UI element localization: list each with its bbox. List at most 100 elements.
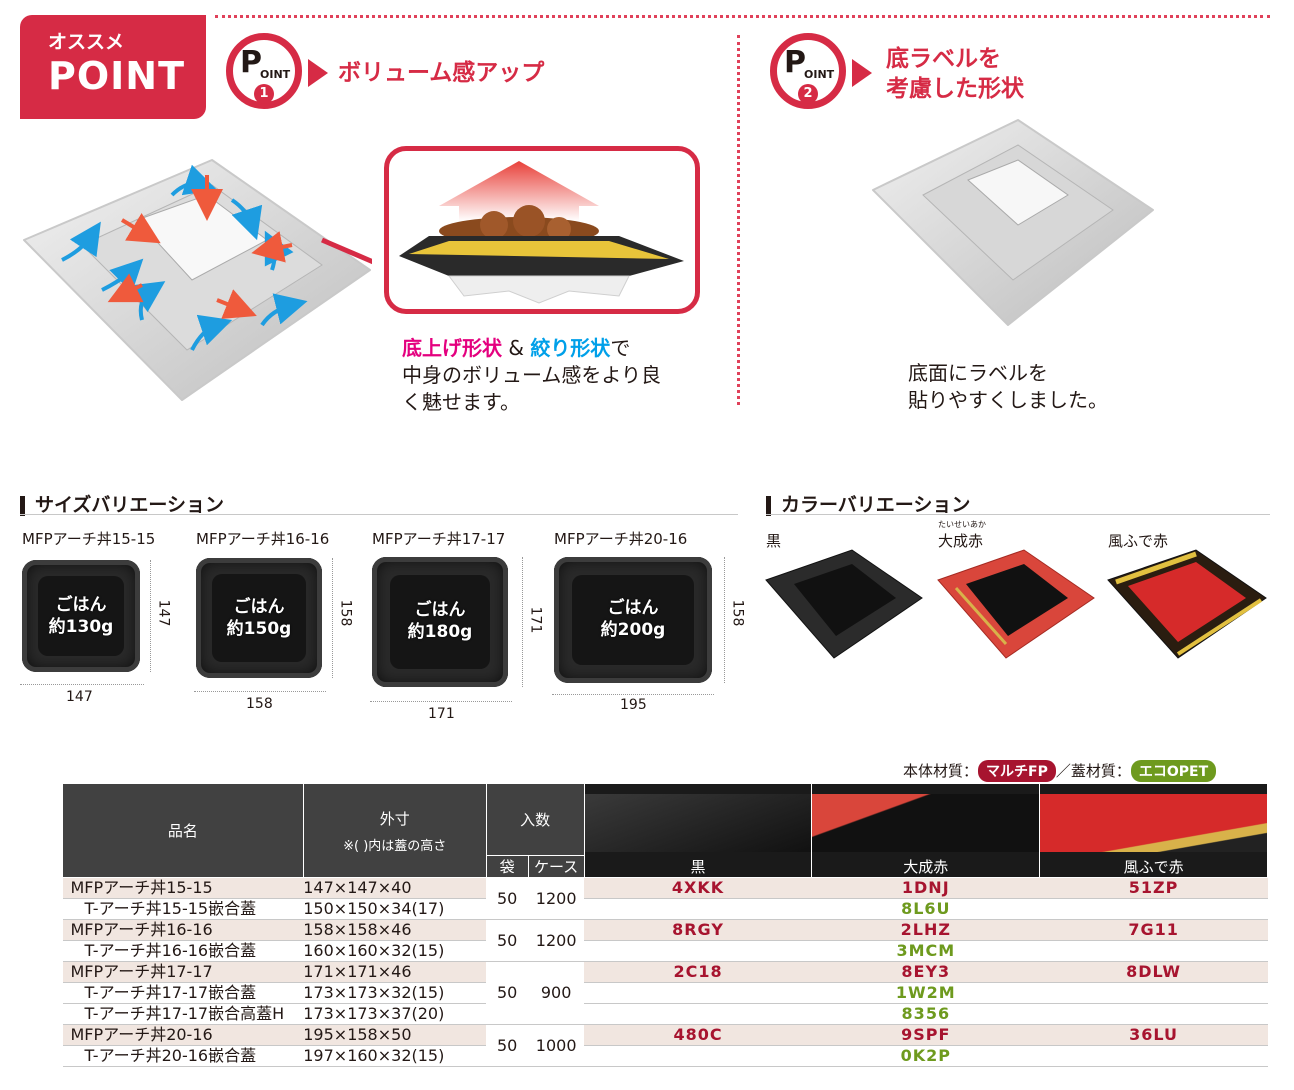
height-dim: 171 <box>527 606 544 634</box>
size-item-image: ごはん約150g <box>196 558 322 678</box>
rice-value: 約200g <box>600 620 666 640</box>
lid-size: 197×160×32(15) <box>303 1045 487 1067</box>
code-taisei: 8EY3 <box>811 961 1040 983</box>
rice-amount: ごはん約150g <box>196 596 322 640</box>
product-name: MFPアーチ丼20-16 <box>62 1024 304 1046</box>
lid-code: 0K2P <box>584 1045 1268 1067</box>
product-name: MFPアーチ丼15-15 <box>62 877 304 899</box>
point2-desc-line2: 貼りやすくしました。 <box>908 388 1108 412</box>
lid-code: 8356 <box>584 1003 1268 1025</box>
color-name-taisei: 大成赤 <box>938 532 984 550</box>
rice-value: 約180g <box>407 622 473 642</box>
qty-case: 1200 <box>528 877 585 920</box>
code-fude: 7G11 <box>1039 919 1268 941</box>
product-table: 品名 外寸※( )内は蓋の高さ 入数 黒 大成赤 風ふで赤 袋 ケース MFPア… <box>62 783 1268 1067</box>
width-dim-line <box>20 684 144 685</box>
table-row: T-アーチ丼16-16嵌合蓋 160×160×32(15) 3MCM <box>62 940 1268 962</box>
rice-label: ごはん <box>55 595 107 615</box>
size-item-name: MFPアーチ丼16-16 <box>196 530 330 548</box>
top-divider <box>215 15 1270 18</box>
code-fude: 51ZP <box>1039 877 1268 899</box>
size-variation-title: サイズバリエーション <box>35 494 225 516</box>
qty-case: 900 <box>528 961 585 1025</box>
point2-title: 底ラベルを 考慮した形状 <box>886 44 1024 104</box>
lid-size: 173×173×37(20) <box>303 1003 487 1025</box>
rice-label: ごはん <box>607 598 659 618</box>
header-fude-label: 風ふで赤 <box>1123 858 1184 876</box>
height-dim: 147 <box>155 599 172 627</box>
size-item-image: ごはん約200g <box>554 557 712 683</box>
code-taisei: 1DNJ <box>811 877 1040 899</box>
rice-label: ごはん <box>414 600 466 620</box>
point1-p: P <box>240 45 262 80</box>
table-row: T-アーチ丼17-17嵌合高蓋H 173×173×37(20) 8356 <box>62 1003 1268 1025</box>
product-size: 195×158×50 <box>303 1024 487 1046</box>
height-dim-line <box>522 557 523 687</box>
width-dim: 158 <box>246 696 273 712</box>
rice-label: ごはん <box>233 597 285 617</box>
lid-name: T-アーチ丼16-16嵌合蓋 <box>62 940 304 962</box>
color-ruby-taisei: たいせいあか <box>938 520 986 529</box>
table-row: MFPアーチ丼16-16 158×158×46 50 1200 8RGY 2LH… <box>62 919 1268 962</box>
raised-bottom-text: 底上げ形状 <box>402 336 502 360</box>
header-taisei: 大成赤 <box>811 783 1041 878</box>
badge-big-text: POINT <box>48 54 186 98</box>
rice-amount: ごはん約200g <box>554 597 712 641</box>
tray-illustration-white <box>22 150 393 410</box>
size-item-name: MFPアーチ丼15-15 <box>22 530 156 548</box>
product-name: MFPアーチ丼17-17 <box>62 961 304 983</box>
header-name: 品名 <box>62 783 304 878</box>
width-dim: 195 <box>620 697 647 713</box>
code-taisei: 2LHZ <box>811 919 1040 941</box>
color-section-line <box>766 514 1270 515</box>
lid-code: 8L6U <box>584 898 1268 920</box>
lid-material-badge: エコOPET <box>1130 760 1217 782</box>
color-sample-fude <box>1106 548 1268 660</box>
point2-oint: OINT <box>804 68 835 81</box>
point2-p: P <box>784 45 806 80</box>
lid-name: T-アーチ丼17-17嵌合蓋 <box>62 982 304 1004</box>
width-dim: 171 <box>428 706 455 722</box>
header-bag: 袋 <box>485 855 529 878</box>
product-size: 171×171×46 <box>303 961 487 983</box>
volume-callout <box>384 146 700 314</box>
header-taisei-image <box>812 794 1040 852</box>
ampersand: & <box>502 336 531 360</box>
point-divider <box>737 35 740 405</box>
qty-bag: 50 <box>486 877 529 920</box>
size-item-name: MFPアーチ丼17-17 <box>372 530 506 548</box>
lid-code: 3MCM <box>584 940 1268 962</box>
lid-name: T-アーチ丼17-17嵌合高蓋H <box>62 1003 304 1025</box>
qty-case: 1000 <box>528 1024 585 1067</box>
color-name-fude: 風ふで赤 <box>1108 532 1169 550</box>
code-black: 4XKK <box>584 877 812 899</box>
code-black: 2C18 <box>584 961 812 983</box>
width-dim: 147 <box>66 689 93 705</box>
size-section-line <box>20 514 738 515</box>
product-size: 158×158×46 <box>303 919 487 941</box>
width-dim-line <box>370 701 512 702</box>
qty-bag: 50 <box>486 919 529 962</box>
point1-oint: OINT <box>260 68 291 81</box>
header-fude: 風ふで赤 <box>1039 783 1268 878</box>
code-black: 480C <box>584 1024 812 1046</box>
header-qty: 入数 <box>485 783 585 856</box>
point2-description: 底面にラベルを 貼りやすくしました。 <box>908 360 1108 414</box>
table-row: T-アーチ丼20-16嵌合蓋 197×160×32(15) 0K2P <box>62 1045 1268 1067</box>
product-size: 147×147×40 <box>303 877 487 899</box>
point1-desc-line3: く魅せます。 <box>402 390 520 414</box>
header-black-image <box>584 794 812 852</box>
lid-name: T-アーチ丼20-16嵌合蓋 <box>62 1045 304 1067</box>
code-taisei: 9SPF <box>811 1024 1040 1046</box>
header-black-label: 黒 <box>690 858 706 876</box>
particle-de: で <box>610 336 631 360</box>
width-dim-line <box>552 694 714 695</box>
point2-title-line2: 考慮した形状 <box>886 76 1024 102</box>
color-name-black: 黒 <box>766 532 782 550</box>
qty-bag: 50 <box>486 961 529 1025</box>
qty-case: 1200 <box>528 919 585 962</box>
code-black: 8RGY <box>584 919 812 941</box>
rice-amount: ごはん約180g <box>372 599 508 643</box>
header-fude-image <box>1040 794 1267 852</box>
point1-title: ボリューム感アップ <box>338 60 545 86</box>
